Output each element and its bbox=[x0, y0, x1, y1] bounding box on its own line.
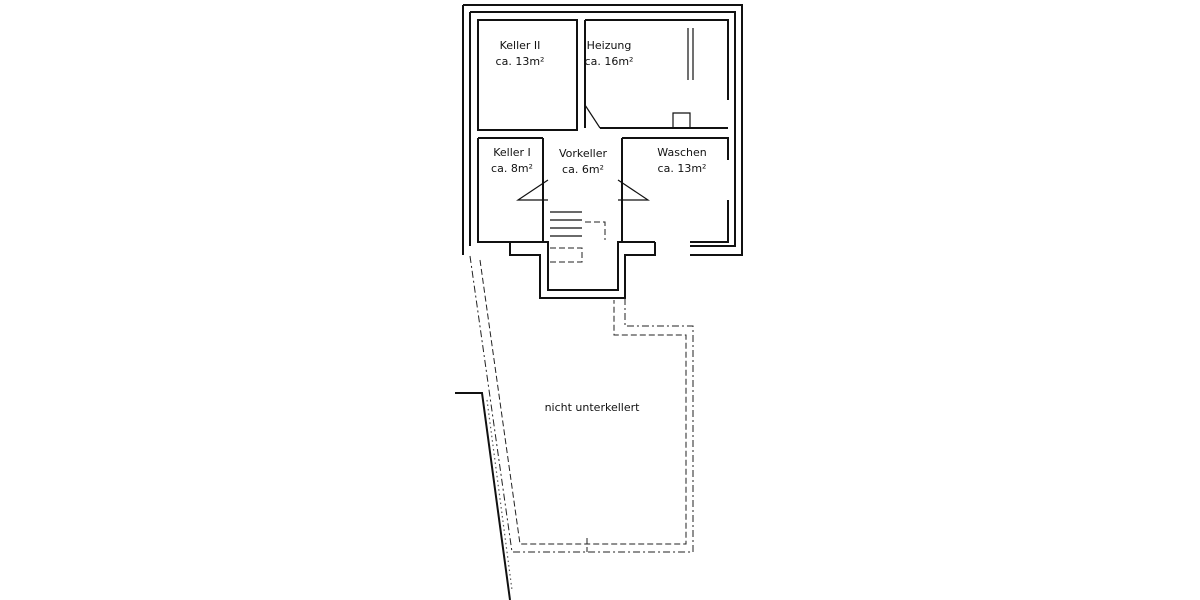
room-area: ca. 16m² bbox=[585, 55, 634, 68]
unbasemented-outline bbox=[469, 255, 694, 553]
retaining-wall bbox=[455, 392, 513, 600]
stairs bbox=[550, 211, 582, 237]
wall-waschen bbox=[621, 137, 729, 243]
room-area: ca. 6m² bbox=[562, 163, 604, 176]
room-name: Keller II bbox=[500, 39, 541, 52]
stairs-dashed bbox=[550, 221, 606, 263]
heizung-door bbox=[584, 104, 601, 129]
wall-stair-projection bbox=[509, 241, 656, 299]
unbasemented-label: nicht unterkellert bbox=[545, 401, 641, 414]
room-name: Keller I bbox=[493, 146, 531, 159]
wall-keller-i bbox=[477, 137, 544, 243]
wall-keller-ii bbox=[477, 19, 578, 131]
exterior-walls bbox=[462, 4, 743, 299]
wall-heizung bbox=[584, 19, 729, 129]
heizung-fixture bbox=[687, 28, 694, 80]
room-labels: Keller II ca. 13m² Heizung ca. 16m² Kell… bbox=[491, 39, 707, 414]
room-name: Heizung bbox=[587, 39, 632, 52]
room-name: Waschen bbox=[657, 146, 706, 159]
room-area: ca. 13m² bbox=[658, 162, 707, 175]
heizung-boiler bbox=[672, 112, 691, 129]
room-name: Vorkeller bbox=[559, 147, 608, 160]
vorkeller-openings bbox=[516, 179, 650, 201]
room-area: ca. 13m² bbox=[496, 55, 545, 68]
room-area: ca. 8m² bbox=[491, 162, 533, 175]
